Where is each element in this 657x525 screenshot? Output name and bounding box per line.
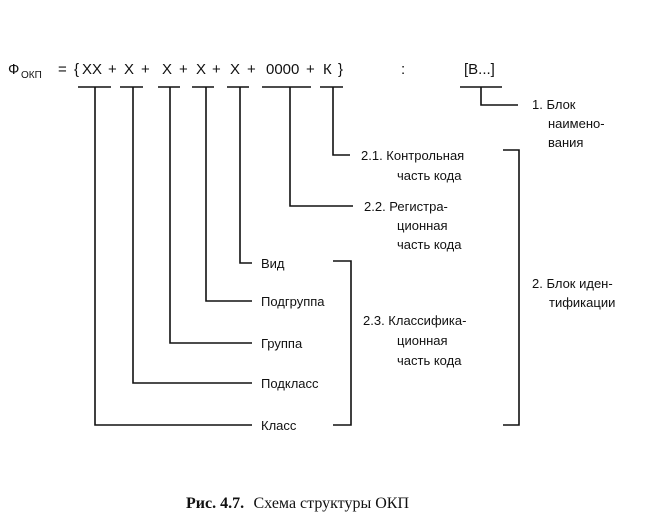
label-block-name-line1: 1. Блок xyxy=(532,97,576,112)
connector-klass xyxy=(94,87,252,426)
label-block-name-line2: наимено- xyxy=(548,116,605,131)
bracket-identification xyxy=(503,149,520,426)
label-podgruppa: Подгруппа xyxy=(261,294,325,309)
formula-open-brace: { xyxy=(74,61,79,78)
formula-plus-4: + xyxy=(212,61,221,78)
label-podklass: Подкласс xyxy=(261,376,319,391)
connector-registration-part xyxy=(289,87,353,207)
label-block-id-line2: тификации xyxy=(549,295,615,310)
caption-prefix: Рис. 4.7. xyxy=(186,495,244,512)
formula-k: К xyxy=(323,61,332,78)
connector-block-name xyxy=(480,87,518,106)
formula-xx: XX xyxy=(82,61,102,78)
label-vid: Вид xyxy=(261,256,285,271)
formula-plus-5: + xyxy=(247,61,256,78)
formula-plus-1: + xyxy=(108,61,117,78)
formula-plus-3: + xyxy=(179,61,188,78)
formula-x-2: X xyxy=(162,61,172,78)
label-gruppa: Группа xyxy=(261,336,303,351)
connector-podgruppa xyxy=(205,87,252,302)
connector-control-part xyxy=(332,87,350,156)
formula-x-3: X xyxy=(196,61,206,78)
formula-block: [В...] xyxy=(464,61,495,78)
label-block-name-line3: вания xyxy=(548,135,583,150)
formula-zeros: 0000 xyxy=(266,61,299,78)
label-classification-line3: часть кода xyxy=(397,353,462,368)
label-block-id-line1: 2. Блок иден- xyxy=(532,276,613,291)
label-control-line2: часть кода xyxy=(397,168,462,183)
connector-vid xyxy=(239,87,252,264)
caption-text: Схема структуры ОКП xyxy=(254,495,410,512)
formula-equals: = xyxy=(58,61,67,78)
formula-plus-2: + xyxy=(141,61,150,78)
formula-phi-subscript: ОКП xyxy=(21,70,42,81)
label-klass: Класс xyxy=(261,418,297,433)
label-classification-line2: ционная xyxy=(397,333,448,348)
label-registration-line1: 2.2. Регистра- xyxy=(364,199,448,214)
label-classification-line1: 2.3. Классифика- xyxy=(363,313,466,328)
formula-close-brace: } xyxy=(338,61,343,78)
formula-colon: : xyxy=(401,61,405,78)
formula-x-4: X xyxy=(230,61,240,78)
connector-gruppa xyxy=(169,87,252,344)
formula-x-1: X xyxy=(124,61,134,78)
connector-podklass xyxy=(132,87,252,384)
formula-plus-6: + xyxy=(306,61,315,78)
figure-caption: Рис. 4.7. Схема структуры ОКП xyxy=(186,495,409,512)
label-registration-line2: ционная xyxy=(397,218,448,233)
label-registration-line3: часть кода xyxy=(397,237,462,252)
bracket-classification xyxy=(333,260,352,426)
label-control-line1: 2.1. Контрольная xyxy=(361,148,464,163)
formula-phi: Ф xyxy=(8,61,19,78)
